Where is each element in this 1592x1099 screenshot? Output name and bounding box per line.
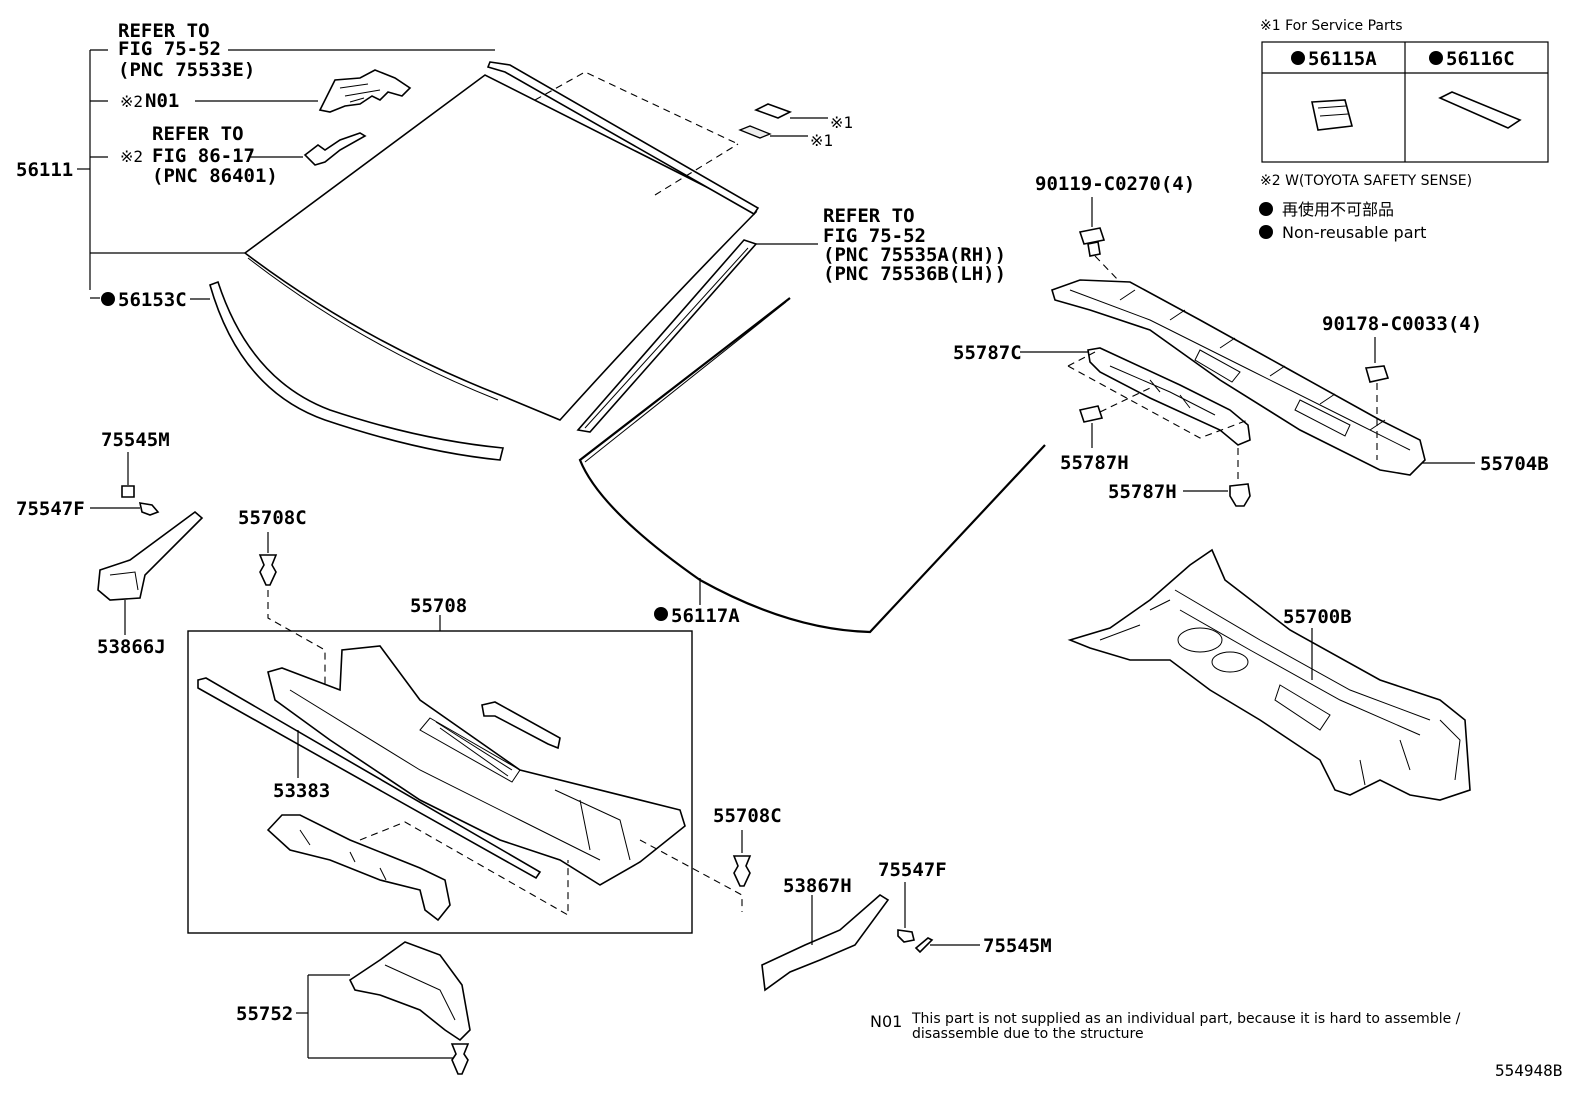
part-55787h-b: 55787H — [1108, 481, 1177, 503]
clip-75547f-b — [897, 929, 915, 943]
mark1-b: ※1 — [810, 131, 833, 150]
nut-90178 — [1364, 365, 1390, 383]
part-55700b: 55700B — [1283, 606, 1352, 628]
clip-75545m-b — [914, 937, 934, 954]
mark2-n01: ※2 — [120, 92, 143, 111]
cowl-bracket-55787c — [1087, 347, 1251, 446]
side-seal-53867h — [761, 894, 890, 992]
mark1-a: ※1 — [830, 113, 853, 132]
part-75545m-b: 75545M — [983, 935, 1052, 957]
side-moulding — [576, 239, 758, 433]
clip-75545m-a — [121, 485, 135, 498]
service-clip-56115a — [1311, 99, 1354, 131]
part-55708: 55708 — [410, 595, 467, 617]
legend-nonreuse-jp: 再使用不可部品 — [1282, 200, 1394, 219]
refer-text-c3: (PNC 75535A(RH)) — [823, 244, 1006, 266]
part-75545m-a: 75545M — [101, 429, 170, 451]
clip-75547f-a — [138, 502, 160, 516]
reference-code: 554948B — [1495, 1061, 1562, 1080]
bracket-56111 — [77, 49, 245, 299]
part-90178: 90178-C0033(4) — [1322, 313, 1482, 335]
cowl-bracket-lower — [266, 814, 451, 922]
refer-text-c1: REFER TO — [823, 205, 915, 227]
part-56117a: 56117A — [671, 605, 740, 627]
seal-53383 — [197, 677, 542, 880]
service-part-a — [753, 103, 828, 119]
service-pad-56116c — [1438, 91, 1522, 129]
part-56153c: 56153C — [118, 289, 187, 311]
part-75547f-a: 75547F — [16, 498, 85, 520]
legend-service-table — [1261, 41, 1549, 163]
clip-55752 — [450, 1043, 470, 1075]
lower-moulding-56153c — [209, 280, 505, 461]
cowl-assembly-55700b — [1067, 548, 1471, 801]
part-53866j: 53866J — [97, 636, 166, 658]
footnote-line1: This part is not supplied as an individu… — [911, 1011, 1461, 1027]
cowl-top-panel-55704b — [1051, 279, 1426, 476]
legend-col2: 56116C — [1446, 48, 1515, 70]
legend-mark2-note: ※2 W(TOYOTA SAFETY SENSE) — [1260, 173, 1472, 189]
clip-55787h-b — [1229, 483, 1251, 507]
refer-text-c4: (PNC 75536B(LH)) — [823, 263, 1006, 285]
cowl-panel-55708 — [267, 645, 686, 886]
sensor-bracket-part — [303, 132, 367, 166]
clip-55787h-a — [1078, 405, 1104, 423]
legend-col1: 56115A — [1308, 48, 1377, 70]
mark2-b: ※2 — [120, 147, 143, 166]
refer-text-b2: FIG 86-17 — [152, 145, 255, 167]
service-part-b — [738, 125, 808, 139]
side-seal-53866j — [97, 510, 204, 601]
refer-text-b1: REFER TO — [152, 123, 244, 145]
windshield-glass — [243, 74, 758, 421]
part-53383: 53383 — [273, 780, 330, 802]
legend-nonreuse-en: Non-reusable part — [1282, 223, 1426, 242]
refer-text-a3: (PNC 75533E) — [118, 59, 255, 81]
clip-55708c-b — [732, 855, 752, 887]
refer-text-c2: FIG 75-52 — [823, 225, 926, 247]
part-55787c: 55787C — [953, 342, 1022, 364]
top-moulding — [486, 61, 760, 216]
part-75547f-b: 75547F — [878, 859, 947, 881]
bracket-part-cowl — [481, 701, 561, 750]
refer-text-a1: REFER TO — [118, 20, 210, 42]
part-55704b: 55704B — [1480, 453, 1549, 475]
part-53867h: 53867H — [783, 875, 852, 897]
part-55708c-b: 55708C — [713, 805, 782, 827]
bolt-90119 — [1078, 227, 1106, 257]
leader-service-dash — [534, 71, 739, 145]
clip-55708c-a — [258, 554, 278, 586]
footnote-line2: disassemble due to the structure — [912, 1026, 1144, 1042]
bracket-part-n01 — [318, 69, 412, 113]
n01-label: N01 — [145, 90, 179, 112]
nonreusable-bullet — [101, 292, 115, 306]
refer-text-b3: (PNC 86401) — [152, 165, 278, 187]
part-56111: 56111 — [16, 159, 73, 181]
part-55708c-a: 55708C — [238, 507, 307, 529]
refer-text-a2: FIG 75-52 — [118, 38, 221, 60]
legend-service-title: ※1 For Service Parts — [1260, 18, 1403, 34]
part-55752: 55752 — [236, 1003, 293, 1025]
part-90119: 90119-C0270(4) — [1035, 173, 1195, 195]
part-55787h-a: 55787H — [1060, 452, 1129, 474]
cowl-side-55752 — [348, 941, 471, 1042]
footnote-code: N01 — [870, 1012, 902, 1031]
